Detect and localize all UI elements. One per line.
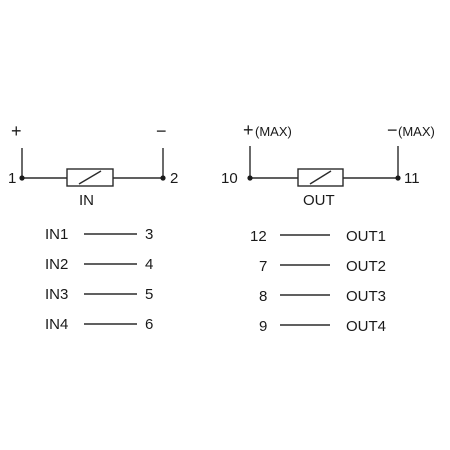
output-pin-map: 12 OUT1 7 OUT2 8 OUT3 9 OUT4 — [250, 228, 386, 335]
output-map-row: 9 OUT4 — [259, 318, 386, 335]
input-plus-label: + — [11, 121, 22, 141]
output-plus-label: + — [243, 120, 254, 140]
output-map-pin: 7 — [259, 258, 267, 275]
output-map-pin: 12 — [250, 228, 267, 245]
input-map-row: IN4 6 — [45, 316, 153, 333]
input-minus-label: − — [156, 121, 167, 141]
input-map-name: IN4 — [45, 316, 68, 333]
output-map-row: 8 OUT3 — [259, 288, 386, 305]
output-map-name: OUT2 — [346, 258, 386, 275]
output-map-pin: 8 — [259, 288, 267, 305]
output-circuit: + (MAX) − (MAX) 10 11 OUT — [221, 120, 435, 209]
input-coil-slash — [78, 170, 102, 185]
output-map-name: OUT1 — [346, 228, 386, 245]
input-node-left — [19, 175, 25, 181]
input-pin-right: 2 — [170, 170, 178, 187]
input-map-pin: 3 — [145, 226, 153, 243]
output-node-left — [247, 175, 253, 181]
output-map-name: OUT4 — [346, 318, 386, 335]
input-pin-map: IN1 3 IN2 4 IN3 5 IN4 6 — [45, 226, 153, 333]
output-pin-right: 11 — [404, 170, 420, 187]
input-coil-label: IN — [79, 192, 94, 209]
output-plus-note: (MAX) — [255, 124, 292, 139]
input-node-right — [160, 175, 166, 181]
input-map-name: IN1 — [45, 226, 68, 243]
output-map-pin: 9 — [259, 318, 267, 335]
output-map-name: OUT3 — [346, 288, 386, 305]
input-map-name: IN3 — [45, 286, 68, 303]
input-pin-left: 1 — [8, 170, 16, 187]
input-circuit: + − 1 2 IN — [8, 121, 178, 209]
input-map-row: IN2 4 — [45, 256, 153, 273]
output-map-row: 7 OUT2 — [259, 258, 386, 275]
input-map-row: IN3 5 — [45, 286, 153, 303]
input-map-pin: 4 — [145, 256, 153, 273]
output-map-row: 12 OUT1 — [250, 228, 386, 245]
output-pin-left: 10 — [221, 170, 238, 187]
input-map-row: IN1 3 — [45, 226, 153, 243]
output-minus-note: (MAX) — [398, 124, 435, 139]
input-map-pin: 6 — [145, 316, 153, 333]
output-coil-slash — [309, 170, 332, 185]
output-minus-label: − — [387, 120, 398, 140]
output-node-right — [395, 175, 401, 181]
input-map-pin: 5 — [145, 286, 153, 303]
input-map-name: IN2 — [45, 256, 68, 273]
output-coil-label: OUT — [303, 192, 335, 209]
